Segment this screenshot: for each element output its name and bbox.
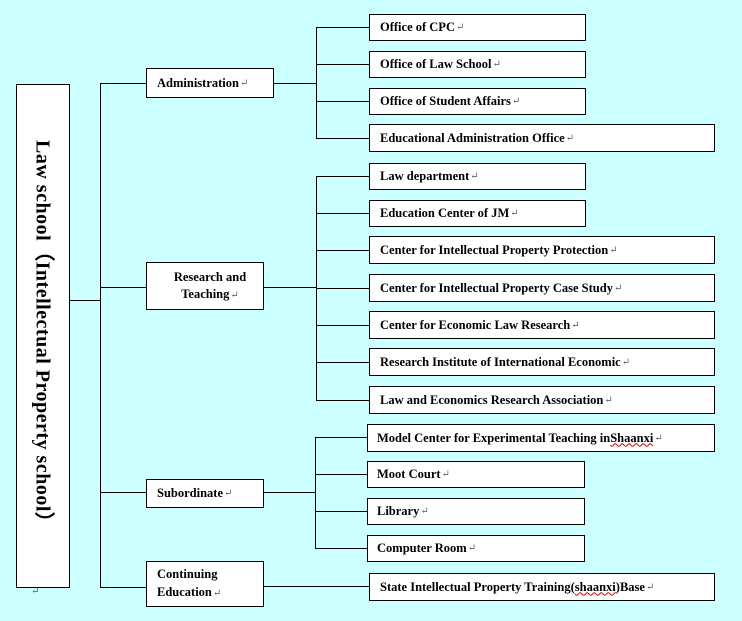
connector-research-item: [316, 250, 369, 251]
connector-research-item: [316, 176, 369, 177]
research-item: Law department↵: [369, 163, 586, 190]
research-item: Law and Economics Research Association↵: [369, 386, 715, 414]
subordinate-item: Moot Court↵: [367, 461, 585, 488]
connector-subordinate-item: [315, 474, 367, 475]
connector-research-out: [263, 287, 316, 288]
connector-subordinate-item: [315, 437, 367, 438]
connector-continuing: [100, 587, 146, 588]
connector-subordinate-vertical: [315, 437, 316, 549]
connector-subordinate: [100, 492, 146, 493]
group-label: Continuing Education↵: [157, 567, 222, 599]
group-subordinate: Subordinate↵: [146, 479, 264, 508]
continuing-item: State Intellectual Property Training(sha…: [369, 573, 715, 601]
admin-item: Office of Student Affairs↵: [369, 88, 586, 115]
connector-admin-item: [316, 64, 369, 65]
connector-admin-item: [316, 27, 369, 28]
connector-admin-item: [316, 101, 369, 102]
spellcheck-word: shaanxi: [574, 579, 616, 594]
connector-subordinate-out: [263, 492, 315, 493]
subordinate-item: Computer Room↵: [367, 535, 585, 562]
connector-research: [100, 287, 146, 288]
group-label: Research and Teaching↵: [173, 269, 247, 301]
subordinate-item: Model Center for Experimental Teaching i…: [367, 424, 715, 452]
research-item: Center for Intellectual Property Case St…: [369, 274, 715, 302]
connector-admin: [100, 83, 146, 84]
admin-item: Office of CPC↵: [369, 14, 586, 41]
group-research-teaching: Research and Teaching↵: [146, 262, 264, 310]
connector-subordinate-item: [315, 548, 367, 549]
connector-research-item: [316, 213, 369, 214]
group-label: Administration: [157, 75, 239, 90]
connector-admin-vertical: [316, 27, 317, 139]
group-continuing-education: Continuing Education↵: [146, 561, 264, 607]
connector-root-stub: [70, 300, 101, 301]
connector-research-item: [316, 400, 369, 401]
group-administration: Administration↵: [146, 68, 274, 98]
connector-admin-out: [273, 83, 316, 84]
research-item: Education Center of JM↵: [369, 200, 586, 227]
root-paragraph-mark: ↵: [31, 586, 40, 597]
admin-item: Office of Law School↵: [369, 51, 586, 78]
root-node: Law school（Intellectual Property school）: [16, 84, 70, 588]
research-item: Center for Intellectual Property Protect…: [369, 236, 715, 264]
research-item: Center for Economic Law Research↵: [369, 311, 715, 339]
connector-trunk: [100, 83, 101, 588]
connector-research-item: [316, 325, 369, 326]
admin-item: Educational Administration Office↵: [369, 124, 715, 152]
connector-research-item: [316, 362, 369, 363]
research-item: Research Institute of International Econ…: [369, 348, 715, 376]
spellcheck-word: Shaanxi: [610, 430, 654, 445]
connector-subordinate-item: [315, 511, 367, 512]
group-label: Subordinate: [157, 486, 223, 500]
root-label: Law school（Intellectual Property school）: [31, 139, 54, 533]
connector-admin-item: [316, 138, 369, 139]
connector-research-item: [316, 288, 369, 289]
subordinate-item: Library↵: [367, 498, 585, 525]
connector-continuing-out: [263, 586, 369, 587]
